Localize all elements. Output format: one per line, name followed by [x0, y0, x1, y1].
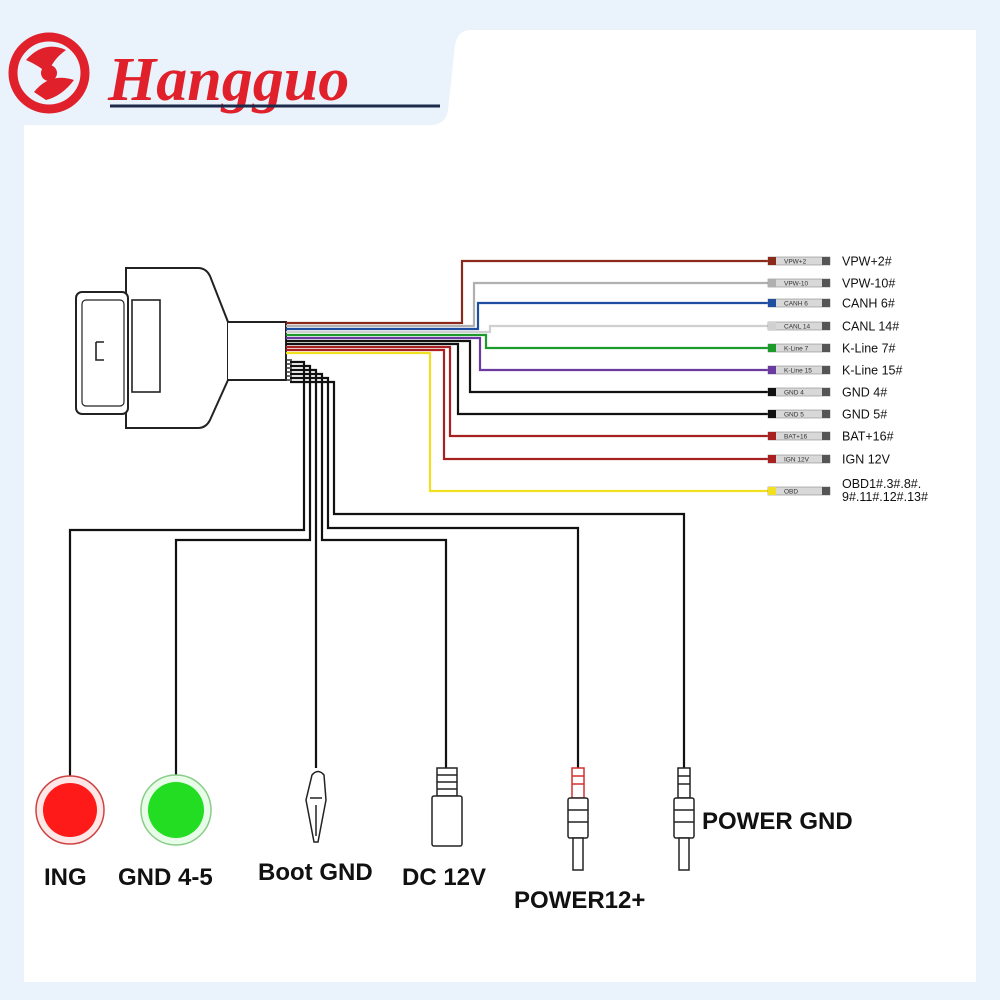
boot-gnd-label: Boot GND — [258, 859, 373, 886]
lead-tag-text: OBD — [784, 488, 798, 495]
lead-label: IGN 12V — [842, 453, 891, 467]
lead-tag-text: CANH 6 — [784, 300, 808, 307]
down-harness — [68, 359, 686, 776]
gnd45-indicator-icon — [140, 774, 212, 846]
lead-label-line2: 9#.11#.12#.13# — [842, 490, 928, 504]
lead-ferrule: CANL 14 — [767, 321, 831, 331]
lead-tag-text: VPW-10 — [784, 280, 808, 287]
lead-ferrule: GND 4 — [767, 387, 831, 397]
lead-tag-text: GND 5 — [784, 411, 804, 418]
connector-plug — [75, 291, 129, 415]
lead-label: VPW+2# — [842, 255, 892, 269]
boot-gnd-wire — [290, 368, 318, 768]
connector-plug-inner — [81, 299, 125, 407]
lead-ferrule: VPW-10 — [767, 278, 831, 288]
power-gnd-terminal-icon — [673, 767, 695, 871]
lead-wire — [286, 324, 770, 334]
power-gnd-wire — [290, 380, 686, 768]
connector-window — [131, 299, 161, 393]
lead-label: K-Line 7# — [842, 342, 896, 356]
gnd45-wire — [174, 364, 312, 775]
lead-tag-text: K-Line 7 — [784, 345, 809, 352]
lead-wire — [286, 348, 770, 461]
lead-label: GND 5# — [842, 408, 887, 422]
lead-tag-text: K-Line 15 — [784, 367, 812, 374]
lead-ferrule: CANH 6 — [767, 298, 831, 308]
lead-tag-text: GND 4 — [784, 389, 804, 396]
lead-label: K-Line 15# — [842, 364, 903, 378]
lead-wire — [286, 342, 770, 416]
lead-wire — [286, 345, 770, 438]
lead-label: BAT+16# — [842, 430, 894, 444]
dc12v-label: DC 12V — [402, 864, 486, 891]
brand-name: Hangguo — [107, 46, 349, 114]
dc-jack-icon — [431, 767, 463, 847]
power-gnd-label: POWER GND — [702, 808, 853, 835]
power12-label: POWER12+ — [514, 887, 645, 914]
lead-label: VPW-10# — [842, 277, 895, 291]
power-plus-terminal-icon — [567, 767, 589, 871]
ing-indicator-icon — [35, 775, 105, 845]
lead-ferrule: GND 5 — [767, 409, 831, 419]
dc12v-wire — [290, 372, 448, 768]
lead-wire — [286, 259, 770, 325]
lead-ferrule: K-Line 15 — [767, 365, 831, 375]
logo-tab — [0, 0, 1000, 125]
connector-body — [125, 267, 229, 429]
lead-wire — [286, 351, 770, 493]
lead-labels: VPW+2# VPW-10# CANH 6# CANL 14# K-Line 7# K-L… — [842, 255, 928, 505]
alligator-clip-icon — [305, 770, 327, 843]
right-harness — [286, 259, 770, 493]
lead-wire — [286, 336, 770, 372]
connector-sleeve — [228, 321, 287, 381]
lead-label: GND 4# — [842, 386, 887, 400]
lead-ferrule: IGN 12V — [767, 454, 831, 464]
ing-label: ING — [44, 864, 87, 891]
brand-logo: Hangguo — [0, 0, 1000, 125]
gnd45-label: GND 4-5 — [118, 864, 213, 891]
obd-connector — [75, 267, 287, 429]
lead-ferrule: K-Line 7 — [767, 343, 831, 353]
lead-ferrule: OBD — [767, 486, 831, 496]
lead-label: OBD1#.3#.8#. — [842, 477, 921, 491]
connector-notch — [95, 341, 104, 361]
lead-label: CANL 14# — [842, 320, 899, 334]
lead-tag-text: BAT+16 — [784, 433, 808, 440]
ing-wire — [68, 360, 306, 776]
lead-ferrule: BAT+16 — [767, 431, 831, 441]
lead-tag-text: VPW+2 — [784, 258, 807, 265]
lead-wire — [286, 339, 770, 394]
lead-wire — [286, 333, 770, 350]
lead-label: CANH 6# — [842, 297, 895, 311]
lead-tag-text: IGN 12V — [784, 456, 810, 463]
power12-wire — [290, 376, 580, 768]
lead-tag-text: CANL 14 — [784, 323, 811, 330]
lead-ferrule: VPW+2 — [767, 256, 831, 266]
lead-wire — [286, 281, 770, 328]
logo-mark-icon — [8, 32, 90, 114]
lead-wire — [286, 301, 770, 331]
